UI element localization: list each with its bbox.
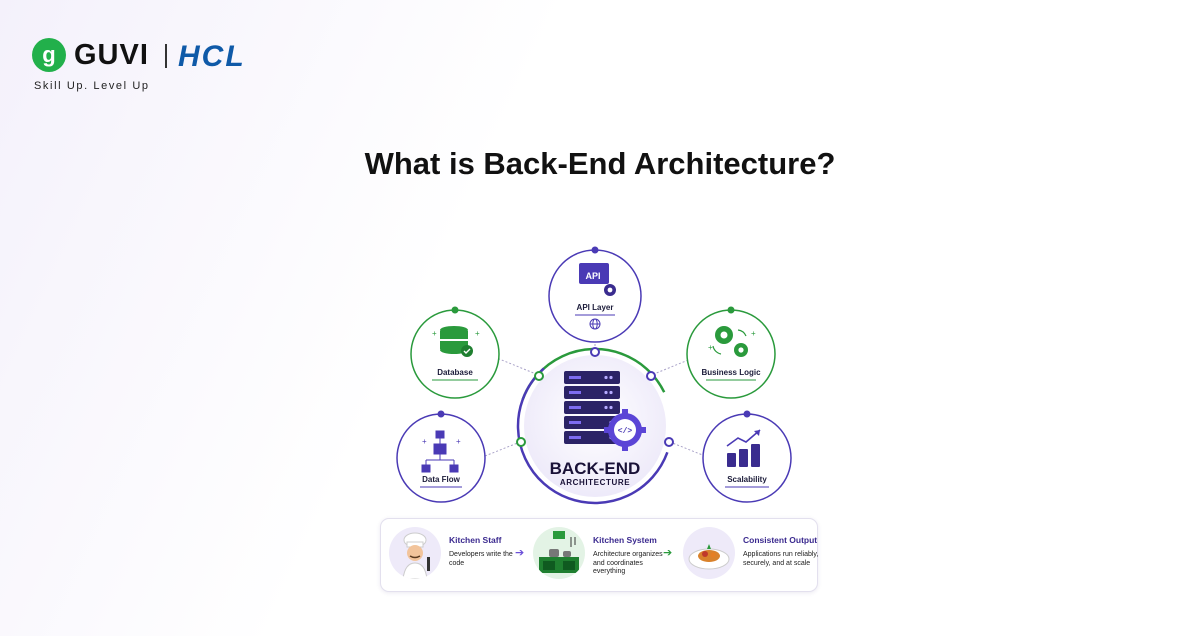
code-gear-icon: </> <box>604 409 646 451</box>
hub-subtitle: ARCHITECTURE <box>560 478 630 487</box>
api-window-icon: API <box>579 263 616 296</box>
hub-title: BACK-END <box>550 459 641 478</box>
analogy-step-consistent-output: Consistent Output Applications run relia… <box>683 525 818 585</box>
component-business-logic: + + Business Logic <box>686 306 776 399</box>
component-label: Database <box>437 368 473 377</box>
chef-icon <box>389 527 441 579</box>
arrow-right-icon: ➔ <box>515 547 525 559</box>
gears-icon <box>712 326 748 357</box>
svg-text:+: + <box>751 329 756 338</box>
analogy-title: Kitchen System <box>593 535 657 545</box>
brand-logo: g GUVI HCL Skill Up. Level Up <box>32 38 332 98</box>
component-label: Data Flow <box>422 475 461 484</box>
analogy-description: Applications run reliably, securely, and… <box>743 551 819 567</box>
svg-text:+: + <box>432 329 437 338</box>
architecture-diagram: </> BACK-END ARCHITECTURE API API Layer <box>396 246 792 505</box>
guvi-logo-mark: g <box>32 38 66 72</box>
database-icon <box>440 326 473 357</box>
kitchen-icon <box>533 527 585 579</box>
svg-text:+: + <box>475 329 480 338</box>
analogy-flow: Kitchen Staff Developers write the code … <box>380 518 818 592</box>
analogy-description: Developers write the code <box>449 551 513 567</box>
svg-text:+: + <box>422 437 427 446</box>
component-database: + + Database <box>410 306 500 399</box>
brand-tagline: Skill Up. Level Up <box>34 80 150 92</box>
component-data-flow: + + Data Flow <box>396 410 486 503</box>
logo-divider <box>165 44 167 68</box>
guvi-wordmark: GUVI <box>74 39 149 71</box>
growth-chart-icon <box>726 429 761 467</box>
analogy-description: Architecture organizes and coordinates e… <box>593 551 663 576</box>
analogy-step-kitchen-staff: Kitchen Staff Developers write the code <box>389 525 519 585</box>
component-label: Business Logic <box>701 368 761 377</box>
arrow-right-icon: ➔ <box>663 547 673 559</box>
analogy-title: Consistent Output <box>743 535 818 545</box>
svg-text:API: API <box>585 271 600 281</box>
component-label: API Layer <box>577 303 614 312</box>
component-label: Scalability <box>727 475 767 484</box>
svg-text:+: + <box>708 343 713 352</box>
analogy-title: Kitchen Staff <box>449 535 502 545</box>
page-title: What is Back-End Architecture? <box>364 146 836 181</box>
analogy-step-kitchen-system: Kitchen System Architecture organizes an… <box>533 525 663 585</box>
server-stack-icon <box>564 371 620 444</box>
dish-icon <box>683 527 735 579</box>
svg-text:</>: </> <box>618 427 633 436</box>
globe-icon <box>589 318 601 330</box>
flowchart-icon <box>421 430 459 473</box>
component-scalability: Scalability <box>702 410 792 503</box>
hcl-wordmark: HCL <box>178 40 246 73</box>
svg-text:+: + <box>456 437 461 446</box>
component-api-layer: API API Layer <box>548 246 642 343</box>
hub-node: </> BACK-END ARCHITECTURE <box>516 347 674 505</box>
